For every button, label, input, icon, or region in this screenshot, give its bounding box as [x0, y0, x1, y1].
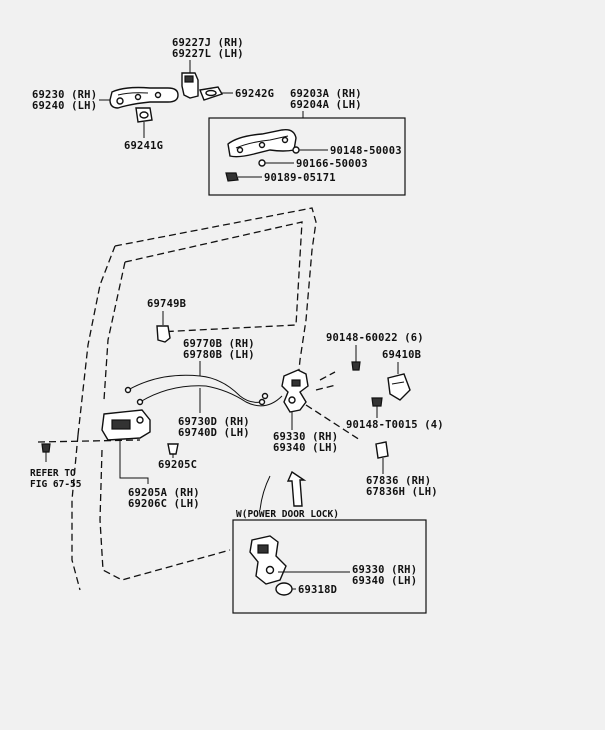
label-cable-2-rh: 69730D (RH): [178, 416, 250, 428]
label-cable-1-lh: 69780B (LH): [183, 349, 255, 361]
label-outer-handle-lh: 69240 (LH): [32, 100, 97, 112]
door-outline-inner: [99, 221, 303, 581]
screw-3-part: [351, 361, 361, 371]
label-clip: 90189-05171: [264, 172, 336, 184]
screw-2-part: [258, 159, 266, 167]
power-lock-box: [232, 519, 427, 614]
label-pad-front: 69241G: [124, 140, 163, 152]
power-lock-part: [275, 582, 293, 596]
screw-1-part: [292, 146, 300, 154]
label-screw-4: 90148-T0015 (4): [346, 419, 444, 431]
label-screw-2: 90166-50003: [296, 158, 368, 170]
label-rod-part-lh: 67836H (LH): [366, 486, 438, 498]
rod-part: [375, 441, 389, 459]
label-power-lock-title: W(POWER DOOR LOCK): [236, 509, 339, 520]
label-screw-1: 90148-50003: [330, 145, 402, 157]
label-power-lock-assy-lh: 69340 (LH): [352, 575, 417, 587]
label-cable-1-rh: 69770B (RH): [183, 338, 255, 350]
label-refer-line-1: REFER TO: [30, 468, 76, 479]
label-rod-part-rh: 67836 (RH): [366, 475, 431, 487]
refer-clip-part: [41, 443, 51, 453]
label-inner-handle-lh: 69206C (LH): [128, 498, 200, 510]
clip-part: [225, 172, 239, 182]
lock-assy-part: [281, 369, 309, 413]
label-screw-3: 90148-60022 (6): [326, 332, 424, 344]
cable-1-part: [127, 374, 263, 403]
power-lock-assy-part: [249, 535, 287, 585]
label-outer-handle-cover-lh: 69227L (LH): [172, 48, 244, 60]
bracket-part: [156, 325, 171, 343]
striker-cover-part: [387, 373, 411, 401]
label-pad-rear: 69242G: [235, 88, 274, 100]
label-lock-assy-rh: 69330 (RH): [273, 431, 338, 443]
label-bracket-part: 69749B: [147, 298, 186, 310]
frame-assy-box: [208, 117, 406, 196]
screw-4-part: [371, 397, 383, 407]
outer-handle-part: [109, 86, 179, 109]
label-inner-handle-rh: 69205A (RH): [128, 487, 200, 499]
door-outline-outer: [71, 207, 317, 591]
label-clip-2: 69205C: [158, 459, 197, 471]
label-outer-handle-cover-rh: 69227J (RH): [172, 37, 244, 49]
clip-2-part: [167, 443, 179, 455]
label-outer-handle-rh: 69230 (RH): [32, 89, 97, 101]
label-cable-2-lh: 69740D (LH): [178, 427, 250, 439]
label-lock-assy-lh: 69340 (LH): [273, 442, 338, 454]
label-power-lock-assy-rh: 69330 (RH): [352, 564, 417, 576]
label-power-lock-part: 69318D: [298, 584, 337, 596]
label-striker-cover: 69410B: [382, 349, 421, 361]
label-frame-assy-lh: 69204A (LH): [290, 99, 362, 111]
detail-arrow: [286, 470, 307, 507]
label-frame-assy-rh: 69203A (RH): [290, 88, 362, 100]
cable-2-part: [139, 385, 283, 407]
label-refer-line-2: FIG 67-55: [30, 479, 82, 490]
